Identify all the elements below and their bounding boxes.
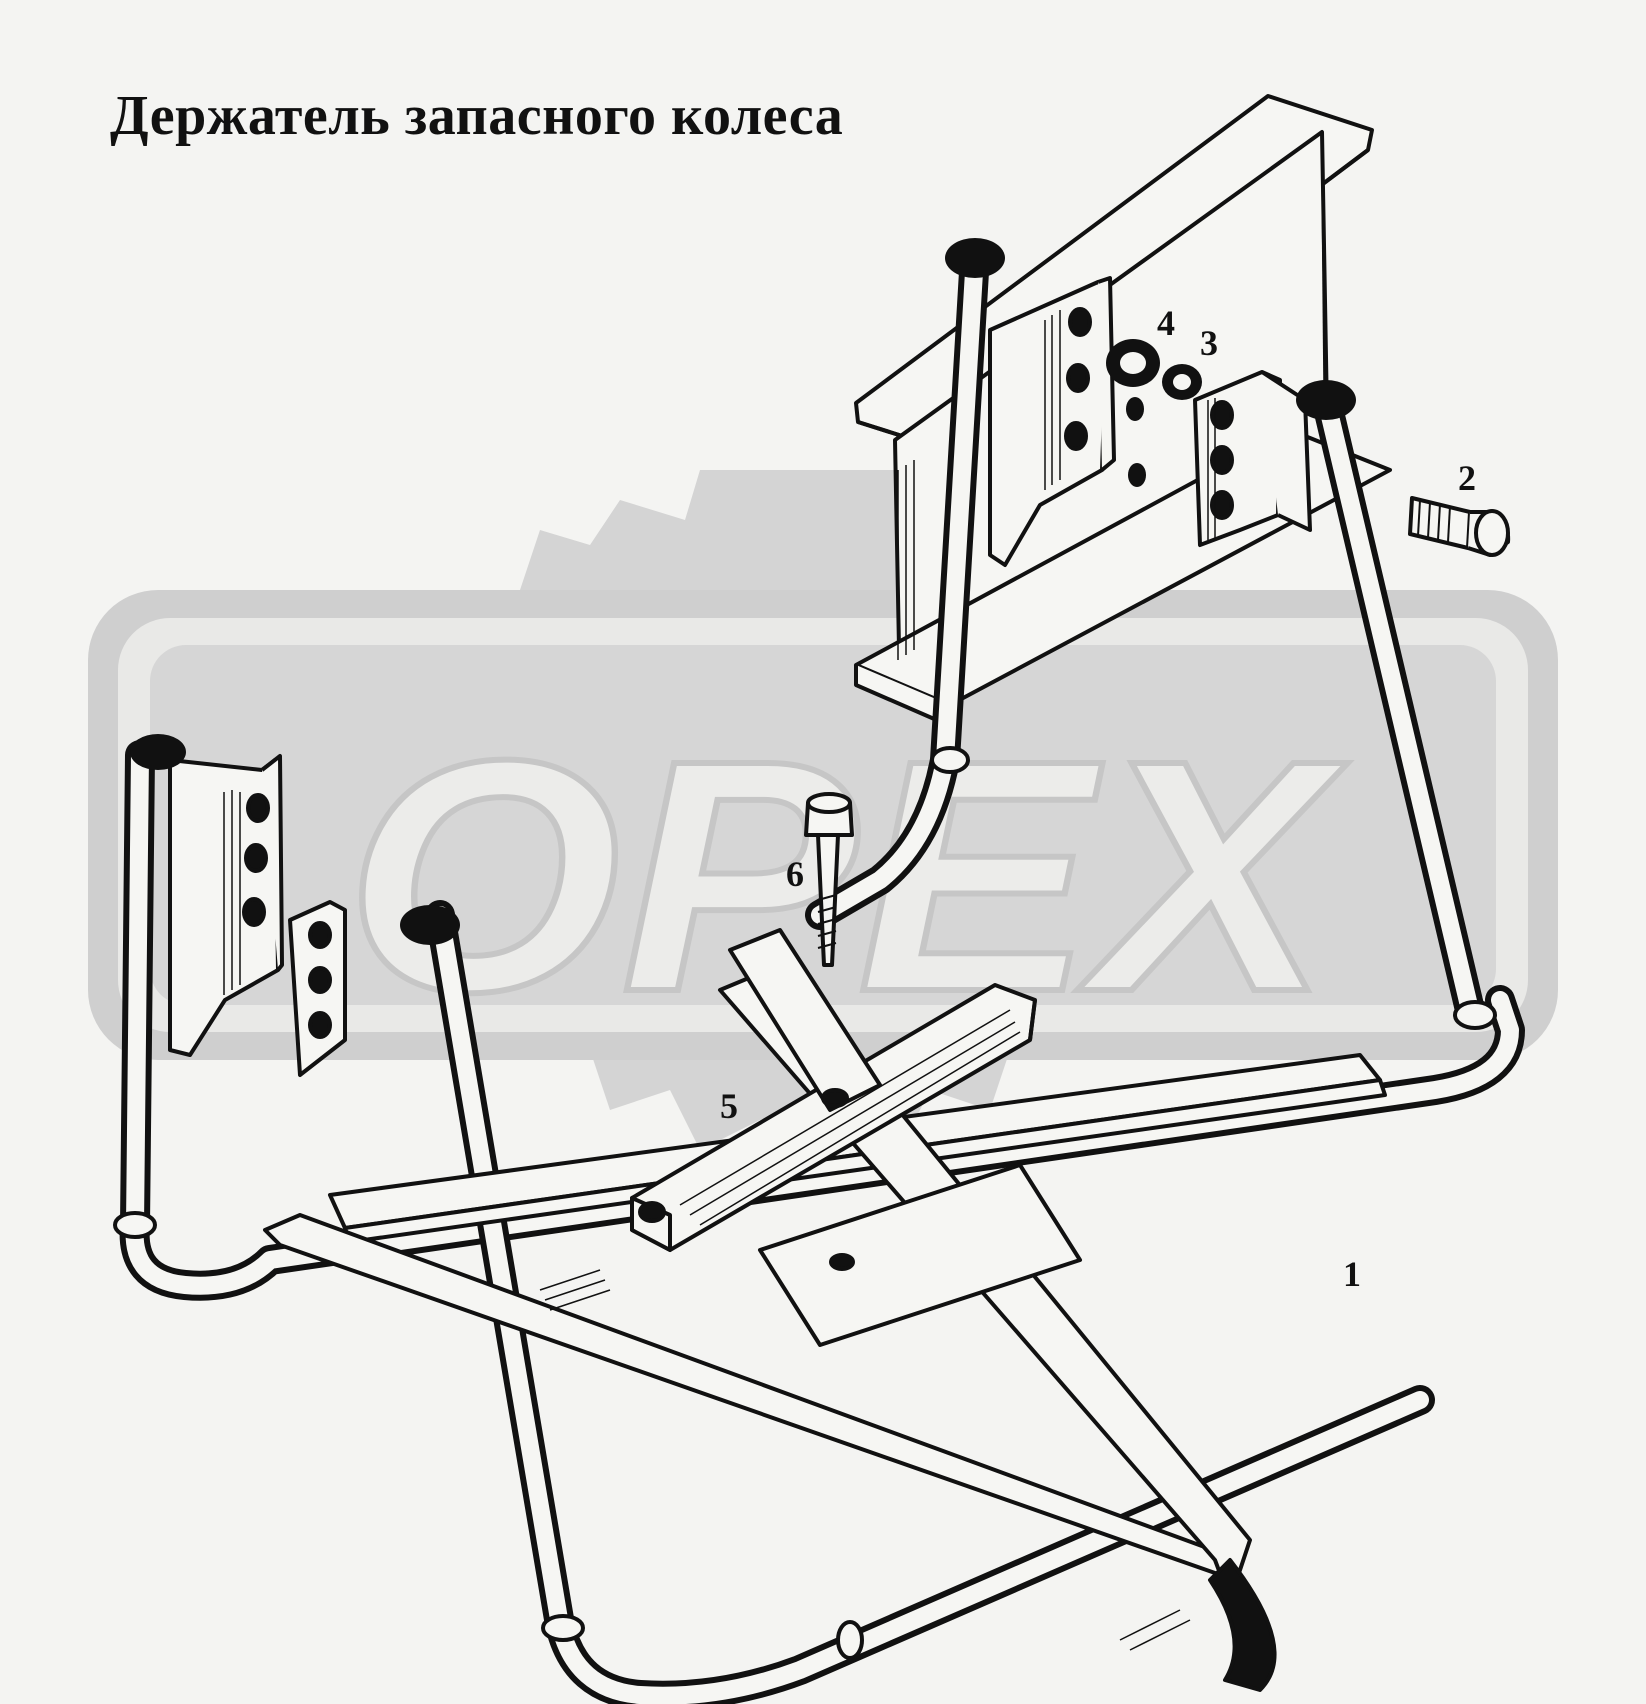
nut-4 — [1106, 339, 1160, 487]
washer-3 — [1162, 364, 1202, 400]
weld-joint — [836, 1620, 864, 1660]
tube-cap — [1296, 380, 1356, 420]
callout-1: 1 — [1343, 1254, 1361, 1294]
diagram-title: Держатель запасного колеса — [110, 85, 844, 147]
bracket-left — [168, 754, 347, 1077]
bracket-hole — [308, 966, 332, 994]
cross-straps — [263, 963, 1387, 1692]
clamp-plate — [728, 928, 882, 1112]
weld-joint — [1453, 1000, 1497, 1030]
clamp-hole — [821, 1088, 849, 1108]
bracket-hole — [1210, 490, 1234, 520]
weld-joint — [930, 746, 970, 774]
bracket-hole — [242, 897, 266, 927]
clamp-bar — [630, 983, 1037, 1252]
base-platform — [758, 1163, 1082, 1347]
bracket-hole — [308, 921, 332, 949]
bracket-hole — [246, 793, 270, 823]
callout-5: 5 — [720, 1086, 738, 1126]
callout-2: 2 — [1458, 458, 1476, 498]
callout-6: 6 — [786, 854, 804, 894]
tube-frame — [113, 238, 1525, 1704]
bolt-2 — [1408, 496, 1511, 557]
bracket-hole — [1066, 363, 1090, 393]
callout-3: 3 — [1200, 323, 1218, 363]
bracket-hole — [1210, 445, 1234, 475]
callout-4: 4 — [1157, 303, 1175, 343]
bracket-right-upper — [988, 276, 1116, 567]
bracket-right-lower — [1193, 370, 1312, 547]
tube-cap — [130, 734, 186, 770]
bracket-hole — [1210, 400, 1234, 430]
bolt-6 — [804, 792, 854, 967]
bracket-hole — [1068, 307, 1092, 337]
bracket-hole — [308, 1011, 332, 1039]
weld-joint — [541, 1614, 585, 1642]
weld-joint — [113, 1211, 157, 1239]
tube-cap — [400, 905, 460, 945]
bracket-hole — [1064, 421, 1088, 451]
bracket-hole — [244, 843, 268, 873]
watermark-text: OPEX — [345, 691, 1348, 1060]
tube-cap — [945, 238, 1005, 278]
